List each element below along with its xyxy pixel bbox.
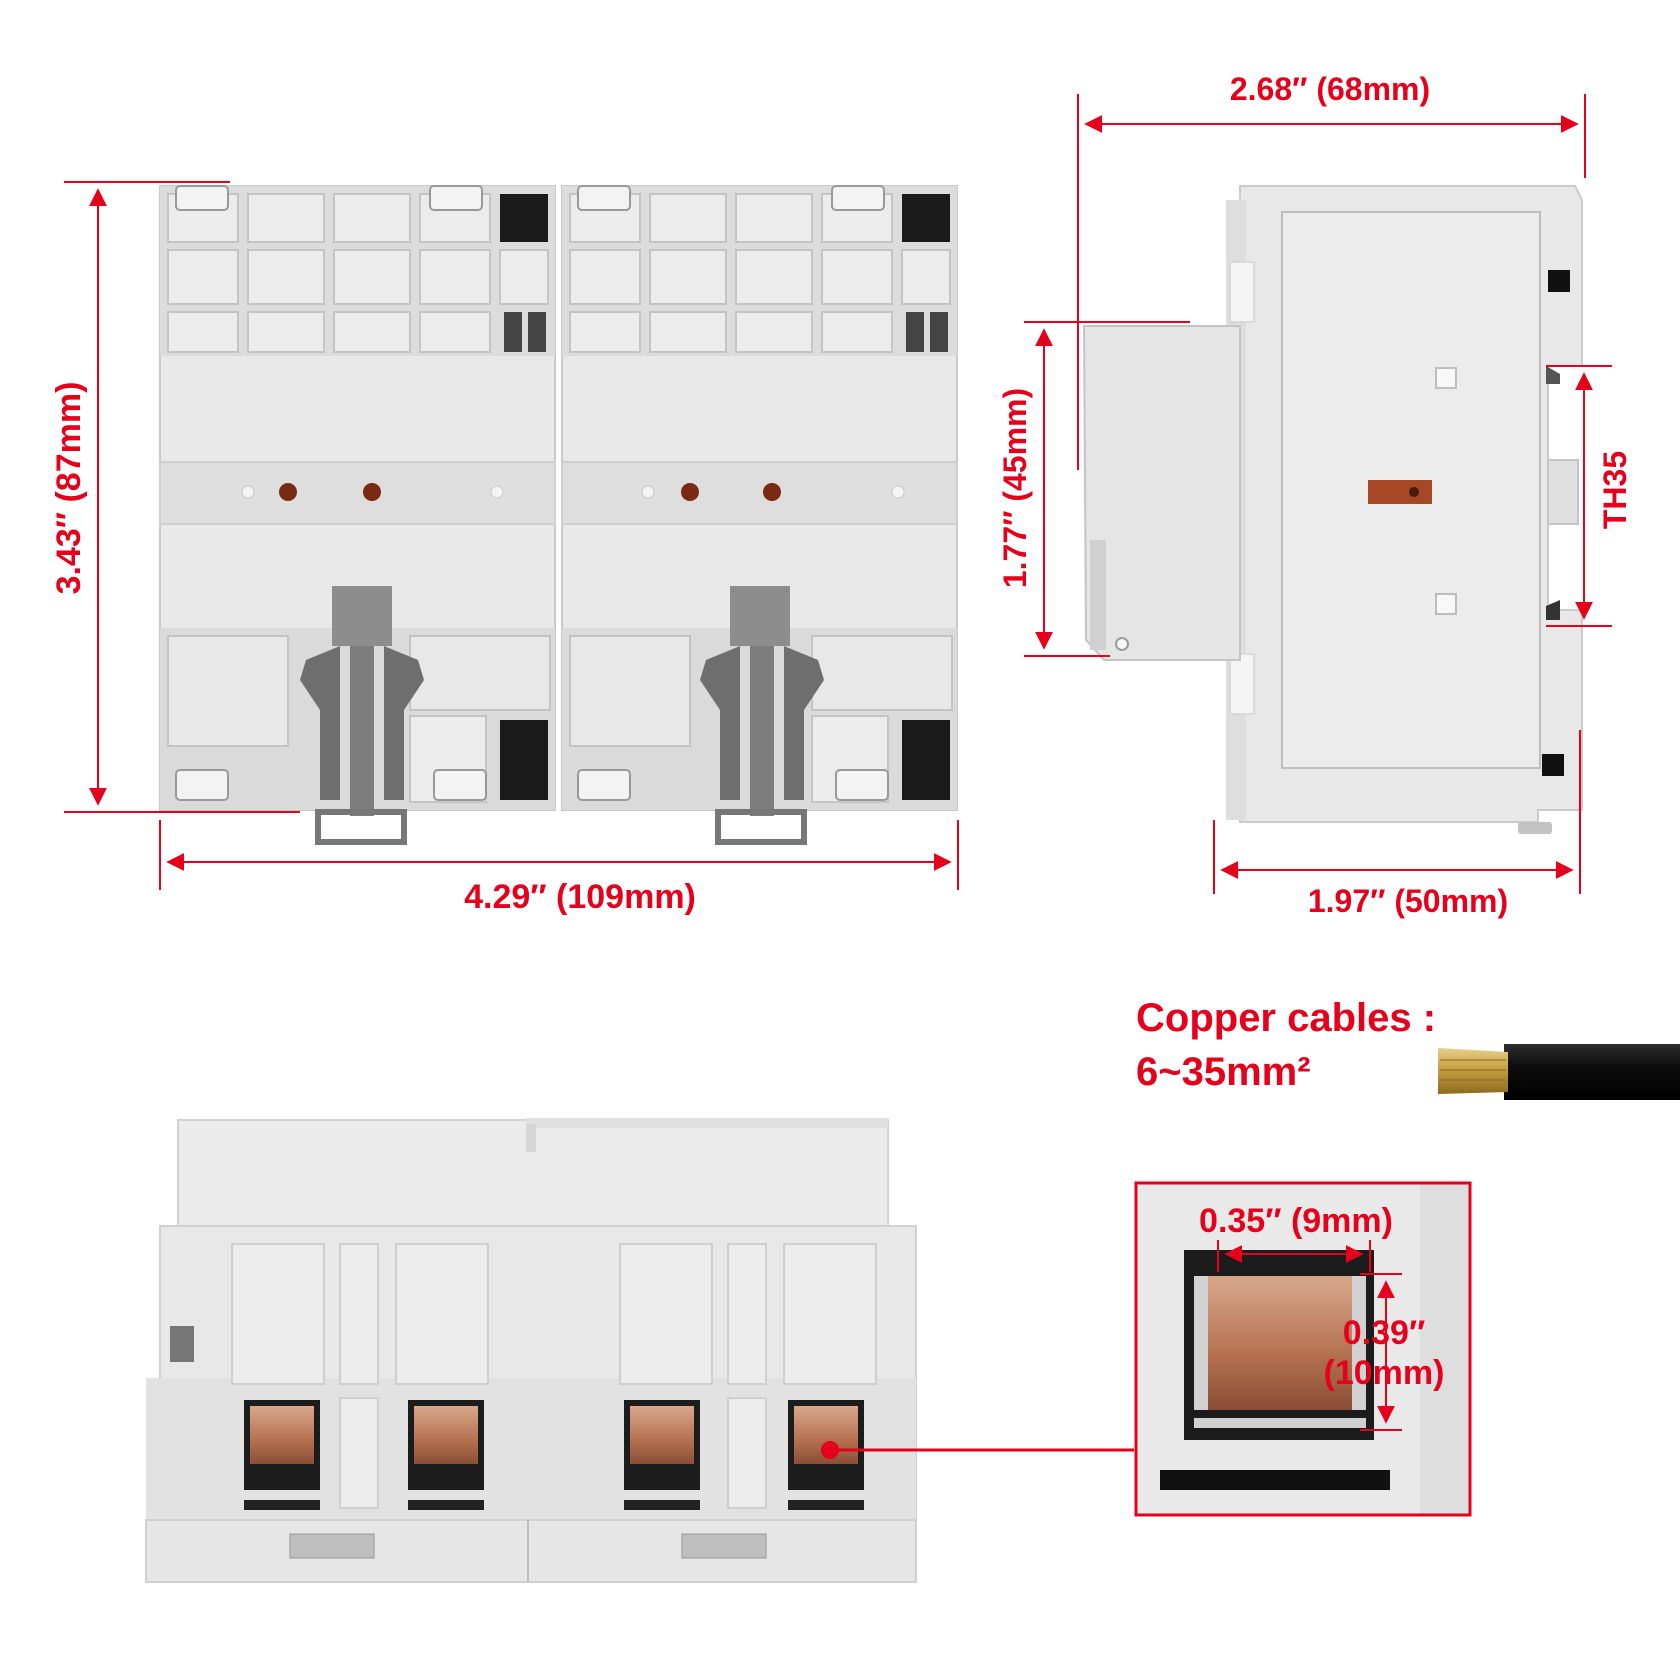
side-height-label: 1.77″ (45mm) (997, 388, 1033, 588)
front-height-label: 3.43″ (87mm) (50, 382, 88, 595)
front-width-label: 4.29″ (109mm) (464, 878, 696, 916)
side-width-bottom-label: 1.97″ (50mm) (1308, 883, 1508, 919)
copper-cable-illustration (1438, 1044, 1680, 1100)
terminal-height-label-line1: 0.39″ (1343, 1314, 1425, 1352)
front-module-right (561, 185, 958, 845)
terminal-zoom-callout (1134, 1181, 1472, 1517)
terminal-openings (244, 1400, 864, 1510)
rail-type-label: TH35 (1597, 451, 1633, 529)
side-view-contactor (1082, 185, 1583, 834)
bottom-view-contactor (145, 1118, 917, 1583)
front-dimension-lines (64, 181, 959, 890)
terminal-dimension-lines (1217, 1240, 1402, 1431)
front-module-left (159, 185, 556, 845)
copper-cables-range: 6~35mm² (1136, 1050, 1311, 1094)
terminal-height-label-line2: (10mm) (1324, 1354, 1445, 1392)
front-view-contactor (159, 185, 958, 845)
side-dimension-lines (1024, 94, 1612, 894)
side-width-top-label: 2.68″ (68mm) (1230, 71, 1430, 107)
terminal-width-label: 0.35″ (9mm) (1199, 1202, 1393, 1240)
copper-cables-label: Copper cables : (1136, 996, 1437, 1040)
